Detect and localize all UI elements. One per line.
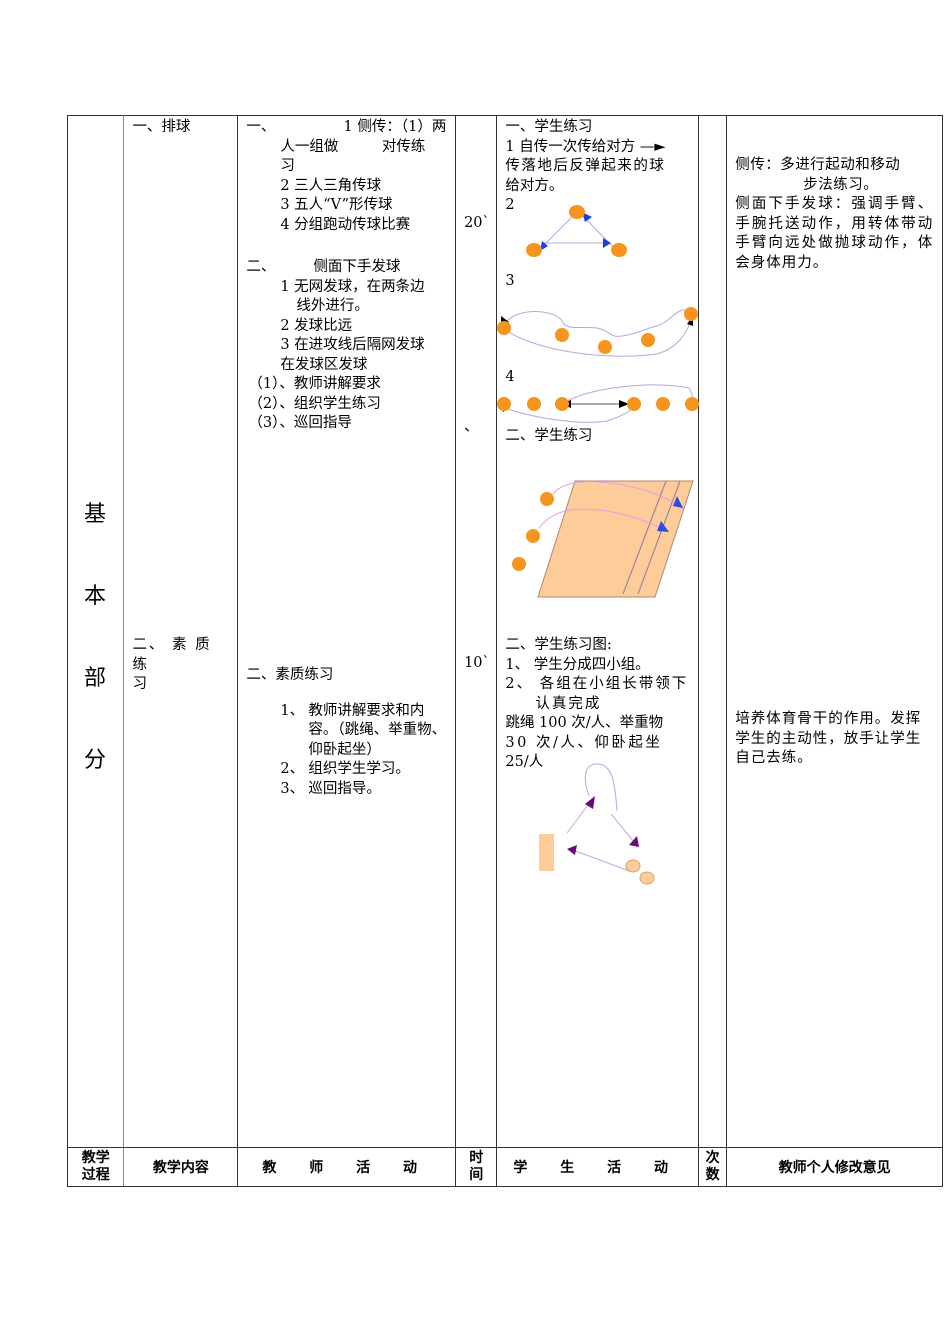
student-line: 30 次/人、仰卧起坐 xyxy=(505,734,663,751)
diagram-label: 2 xyxy=(505,197,515,213)
teacher-section-serve: 二、 侧面下手发球 1 无网发球，在两条边 线外进行。 2 发球比远 3 在进攻线… xyxy=(246,258,446,434)
time-volleyball: 20` xyxy=(464,215,490,231)
item-number: 2、 xyxy=(280,761,305,777)
diagram-label: 3 xyxy=(505,273,515,289)
teacher-activity-cell: 一、 1 侧传：（1）两 人一组做 对传练 习 2 三人三角传球 3 五人“V”… xyxy=(237,115,457,1148)
student-section-fitness: 二、学生练习图: 1、 学生分成四小组。 2、 各组在小组长带领下认真完成 跳绳… xyxy=(505,636,691,773)
note-side-pass: 侧传：多进行起动和移动 步法练习。 侧面下手发球：强调手臂、手腕托送动作，用转体… xyxy=(735,156,933,273)
fitness-circuit-diagram xyxy=(539,763,655,885)
teacher-line: 2 发球比远 xyxy=(280,317,353,334)
teacher-section-fitness: 二、素质练习 1、 教师讲解要求和内容。（跳绳、举重物、仰卧起坐） 2、 组织学… xyxy=(246,666,446,799)
teacher-line: 线外进行。 xyxy=(296,298,369,314)
footer-teacher: 教 师 活 动 xyxy=(237,1147,457,1187)
note-line: 步法练习。 xyxy=(803,176,879,193)
teacher-line: 人一组做 对传练 xyxy=(280,138,426,155)
section-title: 1 侧传：（1）两 xyxy=(343,119,447,135)
running-pass-diagram xyxy=(497,384,700,423)
student-line: 跳绳 100 次/人、举重物 xyxy=(505,715,664,731)
teacher-fitness-item: 1、 教师讲解要求和内容。（跳绳、举重物、仰卧起坐） xyxy=(246,702,446,761)
footer-notes: 教师个人修改意见 xyxy=(726,1147,943,1187)
stage-char: 基 xyxy=(84,502,107,527)
teacher-line: 3 五人“V”形传球 xyxy=(280,197,393,213)
footer-process: 教学 过程 xyxy=(66,1147,125,1187)
teacher-step: （3）、巡回指导 xyxy=(248,415,352,431)
time-mark: 、 xyxy=(464,419,479,435)
teacher-line: 4 分组跑动传球比赛 xyxy=(280,216,411,233)
footer-label: 过程 xyxy=(81,1167,110,1183)
student-fitness-item: 1、 学生分成四小组。 xyxy=(505,656,691,676)
footer-label: 学 生 活 动 xyxy=(513,1160,683,1176)
content-item-fitness: 二、 素 质 练 习 xyxy=(132,636,232,695)
item-number: 3、 xyxy=(280,780,305,797)
teacher-section-heading: 一、 1 侧传：（1）两 xyxy=(246,118,446,138)
item-text: 组织学生学习。 xyxy=(308,761,410,777)
note-line: 侧传：多进行起动和移动 xyxy=(735,157,901,173)
student-line: 25/人 xyxy=(505,754,544,770)
diagram-label: 4 xyxy=(505,369,515,385)
student-activity-cell: 一、学生练习 1 自传一次传给对方 —► 传落地后反弹起来的球 给对方。 2 3 xyxy=(496,115,700,1148)
section-number: 一、 xyxy=(246,119,276,135)
teacher-step: （2）、组织学生练习 xyxy=(248,395,381,412)
teacher-line: 习 xyxy=(280,158,295,174)
footer-label: 教学 xyxy=(81,1150,110,1166)
footer-content: 教学内容 xyxy=(123,1147,239,1187)
footer-student: 学 生 活 动 xyxy=(496,1147,700,1187)
content-cell: 一、排球 二、 素 质 练 习 xyxy=(123,115,239,1148)
student-heading: 二、学生练习图: xyxy=(505,637,612,653)
triangle-pass-diagram xyxy=(526,205,628,257)
teacher-line: 在发球区发球 xyxy=(280,356,368,373)
teacher-section-setting: 一、 1 侧传：（1）两 人一组做 对传练 习 2 三人三角传球 3 五人“V”… xyxy=(246,118,446,235)
footer-label: 次 xyxy=(705,1150,720,1166)
teacher-line: 3 在进攻线后隔网发球 xyxy=(280,337,425,353)
item-text: 1、 学生分成四小组。 xyxy=(505,656,650,673)
notes-cell: 侧传：多进行起动和移动 步法练习。 侧面下手发球：强调手臂、手腕托送动作，用转体… xyxy=(726,115,943,1148)
time-fitness: 10` xyxy=(464,655,490,671)
item-text: 教师讲解要求和内容。（跳绳、举重物、仰卧起坐） xyxy=(308,702,447,758)
body-row: 基 本 部 分 一、排球 二、 素 质 练 习 一、 1 侧传：（1）两 人一组… xyxy=(66,115,943,1148)
teacher-fitness-item: 3、 巡回指导。 xyxy=(246,780,446,800)
note-serve: 侧面下手发球：强调手臂、手腕托送动作，用转体带动手臂向远处做抛球动作，体会身体用… xyxy=(735,196,934,271)
student-heading: 二、学生练习 xyxy=(505,428,593,444)
teacher-section-heading: 二、素质练习 xyxy=(246,667,334,683)
student-line: 给对方。 xyxy=(505,177,564,194)
footer-label: 教 师 活 动 xyxy=(262,1160,432,1176)
v-shape-pass-diagram xyxy=(497,307,699,357)
footer-label: 间 xyxy=(469,1167,484,1183)
teacher-fitness-item: 2、 组织学生学习。 xyxy=(246,760,446,780)
section-title: 侧面下手发球 xyxy=(313,259,401,275)
footer-row: 教学 过程 教学内容 教 师 活 动 时 间 学 生 活 动 次 数 教师个人修… xyxy=(66,1147,943,1187)
item-number: 1、 xyxy=(280,702,305,719)
student-section-1: 一、学生练习 1 自传一次传给对方 —► 传落地后反弹起来的球 给对方。 2 xyxy=(505,118,691,216)
count-cell xyxy=(698,115,728,1148)
teacher-step: （1）、教师讲解要求 xyxy=(248,376,381,392)
time-cell: 20` 、 10` xyxy=(455,115,498,1148)
section-number: 二、 xyxy=(246,259,276,275)
teacher-line: 2 三人三角传球 xyxy=(280,177,382,194)
serve-court-diagram xyxy=(512,480,695,598)
stage-char: 本 xyxy=(84,584,107,609)
item-text: 巡回指导。 xyxy=(308,780,381,797)
stage-char: 部 xyxy=(84,666,107,691)
content-item-fitness-line: 二、 素 质 练 xyxy=(132,637,212,673)
content-item-volleyball: 一、排球 xyxy=(132,119,191,135)
note-fitness: 培养体育骨干的作用。发挥学生的主动性，放手让学生自己去练。 xyxy=(735,711,922,766)
footer-label: 数 xyxy=(705,1167,720,1183)
footer-label: 时 xyxy=(469,1150,484,1166)
lesson-plan-table: 基 本 部 分 一、排球 二、 素 质 练 习 一、 1 侧传：（1）两 人一组… xyxy=(66,115,943,1187)
stage-cell: 基 本 部 分 xyxy=(66,115,125,1148)
teacher-line: 1 无网发球，在两条边 xyxy=(280,278,425,295)
footer-time: 时 间 xyxy=(455,1147,498,1187)
footer-count: 次 数 xyxy=(698,1147,728,1187)
student-heading: 一、学生练习 xyxy=(505,119,593,135)
student-line: 传落地后反弹起来的球 xyxy=(505,158,666,174)
student-line: 1 自传一次传给对方 —► xyxy=(505,138,666,155)
stage-char: 分 xyxy=(84,748,107,773)
student-fitness-item: 2、 各组在小组长带领下认真完成 xyxy=(505,676,689,712)
content-item-fitness-line: 习 xyxy=(132,676,149,692)
teacher-section-heading: 二、 侧面下手发球 xyxy=(246,258,446,278)
